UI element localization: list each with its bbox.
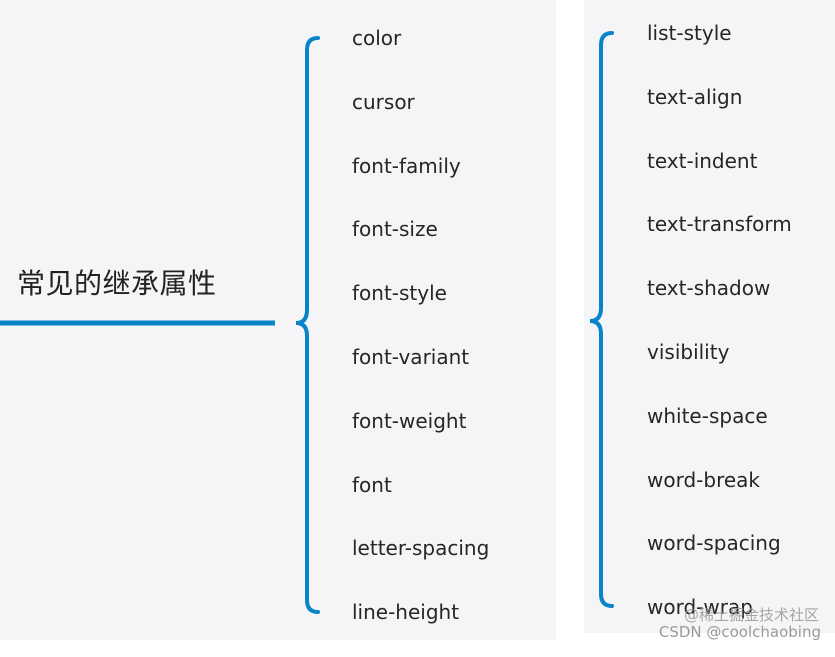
root-topic-title: 常见的继承属性 (17, 267, 217, 300)
right-panel (584, 0, 835, 633)
list-item: font-family (352, 153, 461, 178)
right-property-list: list-style text-align text-indent text-t… (647, 14, 792, 652)
list-item: word-break (647, 467, 760, 492)
list-item: text-align (647, 84, 743, 109)
list-item: font-style (352, 281, 447, 306)
watermark: @稀土掘金技术社区 CSDN @coolchaobing (658, 607, 821, 641)
list-item: list-style (647, 21, 732, 45)
list-item: text-indent (647, 148, 758, 173)
list-item: line-height (352, 600, 460, 625)
right-curly-brace (589, 31, 614, 608)
left-curly-brace (295, 36, 320, 614)
watermark-juejin: @稀土掘金技术社区 (683, 606, 819, 624)
list-item: visibility (647, 339, 730, 364)
list-item: font-size (352, 217, 438, 242)
list-item: cursor (352, 89, 415, 114)
list-item: font (352, 472, 392, 497)
list-item: white-space (647, 403, 768, 428)
watermark-csdn: CSDN @coolchaobing (658, 623, 821, 641)
list-item: font-weight (352, 408, 467, 433)
list-item: text-transform (647, 212, 792, 237)
list-item: word-wrap (647, 595, 753, 620)
list-item: word-spacing (647, 531, 781, 556)
list-item: font-variant (352, 344, 470, 369)
list-item: letter-spacing (352, 536, 490, 561)
list-item: text-shadow (647, 276, 771, 301)
left-panel (0, 0, 556, 640)
left-property-list: color cursor font-family font-size font-… (352, 19, 489, 657)
list-item: color (352, 26, 402, 50)
